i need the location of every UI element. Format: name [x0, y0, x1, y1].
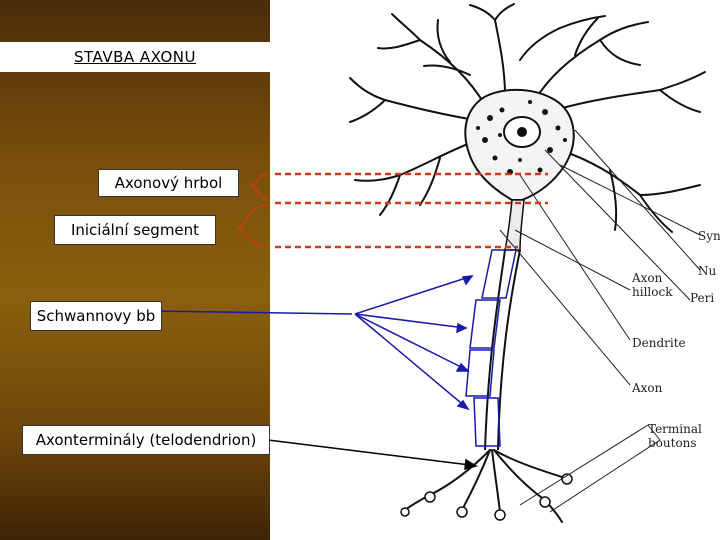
terminal-arrow: [267, 439, 478, 471]
label-axon-hillock-text: Axonový hrbol: [114, 174, 223, 192]
fig-label-axon: Axon: [631, 381, 663, 395]
fig-label-dendrite: Dendrite: [632, 336, 686, 350]
fig-label-axon-hillock: Axon: [631, 271, 663, 285]
label-axon-terminals-text: Axonterminály (telodendrion): [35, 431, 257, 449]
label-axon-terminals: Axonterminály (telodendrion): [22, 425, 270, 455]
label-axon-hillock: Axonový hrbol: [98, 169, 239, 197]
axon-hillock-shape: [504, 199, 525, 251]
nissl-granules: [476, 100, 567, 175]
fig-label-boutons: boutons: [648, 436, 697, 450]
slide-title: STAVBA AXONU: [74, 48, 196, 66]
fig-label-terminal: Terminal: [648, 422, 702, 436]
label-schwann-cells: Schwannovy bb: [30, 301, 162, 331]
fig-label-syn: Syn: [698, 229, 720, 243]
title-bar: STAVBA AXONU: [0, 42, 270, 72]
label-initial-segment-text: Iniciální segment: [70, 221, 200, 239]
nucleolus: [517, 127, 527, 137]
myelin-sheaths: [465, 249, 517, 447]
fig-label-nu: Nu: [698, 264, 717, 278]
label-schwann-cells-text: Schwannovy bb: [36, 307, 156, 325]
axon-line: [484, 249, 506, 451]
telodendrion: [404, 449, 566, 523]
dashed-connectors: [275, 172, 548, 249]
fig-label-peri: Peri: [690, 291, 714, 305]
schwann-arrows: [149, 275, 474, 411]
fig-label-axon-hillock-2: hillock: [632, 285, 673, 299]
label-braces: [236, 173, 269, 248]
terminal-boutons: [400, 473, 573, 521]
label-initial-segment: Iniciální segment: [54, 215, 216, 245]
